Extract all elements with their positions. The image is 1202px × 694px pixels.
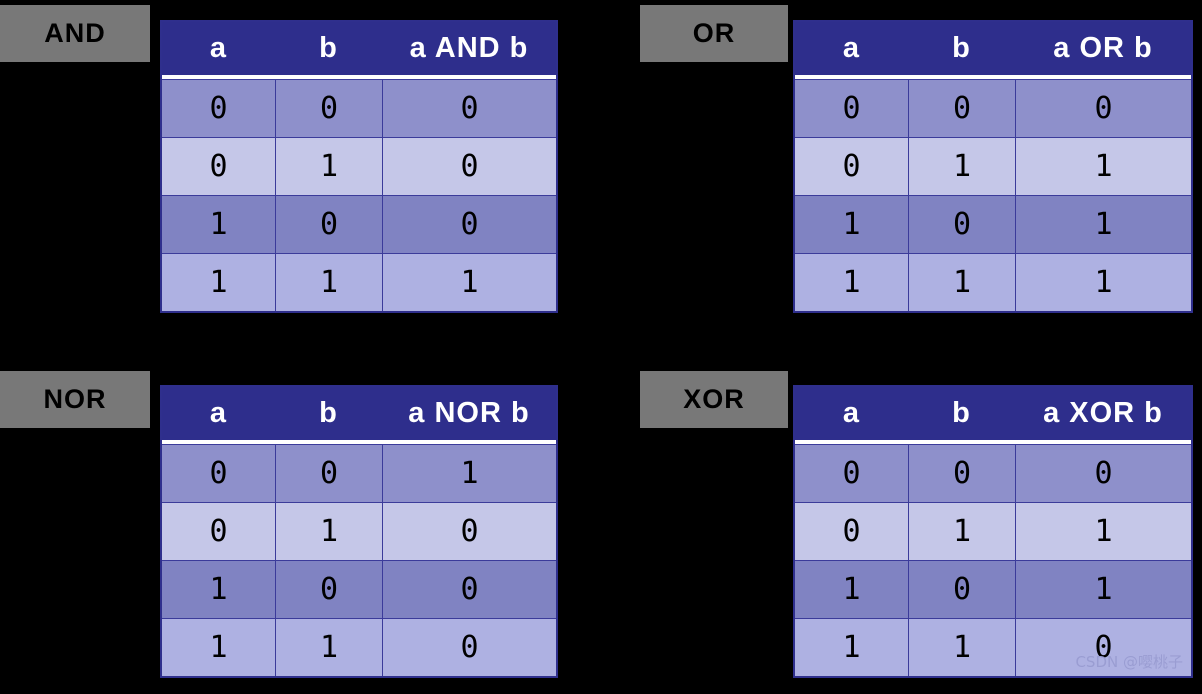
cell-b: 1 xyxy=(275,619,382,676)
cell-b: 0 xyxy=(275,445,382,502)
cell-b: 1 xyxy=(908,254,1015,311)
table-row: 0 0 0 xyxy=(162,79,556,137)
cell-b: 1 xyxy=(275,138,382,195)
truth-table-and-header-result: a AND b xyxy=(409,32,529,64)
truth-table-xor: a b a XOR b 0 0 0 0 1 1 1 0 1 1 1 0 CSDN… xyxy=(793,385,1193,678)
cell-b: 0 xyxy=(908,196,1015,253)
cell-result: 0 xyxy=(1015,619,1191,676)
cell-b: 0 xyxy=(908,445,1015,502)
cell-a: 0 xyxy=(842,149,861,184)
operator-label-xor-text: XOR xyxy=(683,384,745,414)
truth-table-and-header-b: b xyxy=(319,32,338,64)
cell-a: 0 xyxy=(209,149,228,184)
cell-a: 0 xyxy=(842,456,861,491)
table-row: 0 0 0 xyxy=(795,444,1191,502)
truth-table-or: a b a OR b 0 0 0 0 1 1 1 0 1 1 1 1 xyxy=(793,20,1193,313)
table-row: 1 1 0 xyxy=(795,618,1191,676)
cell-result: 1 xyxy=(1015,503,1191,560)
cell-a: 1 xyxy=(842,572,861,607)
operator-label-or: OR xyxy=(640,5,788,62)
cell-a: 0 xyxy=(209,456,228,491)
cell-result: 0 xyxy=(382,561,556,618)
cell-b: 0 xyxy=(908,561,1015,618)
truth-table-nor-header-a: a xyxy=(209,397,228,429)
cell-b: 1 xyxy=(908,138,1015,195)
table-row: 1 0 1 xyxy=(795,195,1191,253)
table-row: 0 1 1 xyxy=(795,502,1191,560)
cell-a: 1 xyxy=(842,630,861,665)
truth-table-or-header-a: a xyxy=(842,32,861,64)
cell-b: 0 xyxy=(908,80,1015,137)
cell-b: 1 xyxy=(908,619,1015,676)
cell-result: 0 xyxy=(382,503,556,560)
cell-result: 1 xyxy=(1015,196,1191,253)
cell-result: 0 xyxy=(382,619,556,676)
truth-table-xor-header-row: a b a XOR b xyxy=(795,387,1191,444)
cell-a: 1 xyxy=(209,265,228,300)
table-row: 0 0 0 xyxy=(795,79,1191,137)
cell-a: 1 xyxy=(209,630,228,665)
cell-result: 0 xyxy=(382,138,556,195)
cell-b: 0 xyxy=(275,561,382,618)
table-row: 0 1 0 xyxy=(162,137,556,195)
cell-a: 0 xyxy=(842,514,861,549)
cell-result: 1 xyxy=(1015,561,1191,618)
cell-b: 0 xyxy=(275,196,382,253)
table-row: 1 1 1 xyxy=(795,253,1191,311)
truth-table-xor-header-a: a xyxy=(842,397,861,429)
table-row: 0 0 1 xyxy=(162,444,556,502)
table-row: 1 1 1 xyxy=(162,253,556,311)
cell-a: 0 xyxy=(209,91,228,126)
operator-label-nor-text: NOR xyxy=(43,384,107,414)
truth-table-or-header-result: a OR b xyxy=(1053,32,1153,64)
cell-b: 1 xyxy=(275,254,382,311)
cell-a: 1 xyxy=(842,265,861,300)
cell-a: 1 xyxy=(209,207,228,242)
cell-a: 1 xyxy=(209,572,228,607)
cell-result: 0 xyxy=(382,196,556,253)
cell-result: 1 xyxy=(1015,138,1191,195)
table-row: 0 1 0 xyxy=(162,502,556,560)
table-row: 1 0 1 xyxy=(795,560,1191,618)
truth-table-xor-header-b: b xyxy=(952,397,971,429)
truth-table-and-header-row: a b a AND b xyxy=(162,22,556,79)
truth-table-nor-header-row: a b a NOR b xyxy=(162,387,556,444)
cell-result: 1 xyxy=(1015,254,1191,311)
operator-label-and-text: AND xyxy=(44,18,106,48)
truth-table-xor-header-result: a XOR b xyxy=(1043,397,1163,429)
cell-a: 1 xyxy=(842,207,861,242)
truth-table-nor-header-b: b xyxy=(319,397,338,429)
operator-label-or-text: OR xyxy=(692,18,736,48)
truth-table-nor-header-result: a NOR b xyxy=(408,397,530,429)
cell-b: 1 xyxy=(908,503,1015,560)
cell-b: 0 xyxy=(275,80,382,137)
truth-table-nor: a b a NOR b 0 0 1 0 1 0 1 0 0 1 1 0 xyxy=(160,385,558,678)
truth-table-and: a b a AND b 0 0 0 0 1 0 1 0 0 1 1 1 xyxy=(160,20,558,313)
cell-b: 1 xyxy=(275,503,382,560)
cell-result: 1 xyxy=(382,254,556,311)
truth-table-or-header-row: a b a OR b xyxy=(795,22,1191,79)
table-row: 1 1 0 xyxy=(162,618,556,676)
cell-result: 0 xyxy=(1015,80,1191,137)
operator-label-nor: NOR xyxy=(0,371,150,428)
cell-a: 0 xyxy=(209,514,228,549)
truth-table-or-header-b: b xyxy=(952,32,971,64)
table-row: 0 1 1 xyxy=(795,137,1191,195)
truth-table-and-header-a: a xyxy=(209,32,228,64)
cell-result: 0 xyxy=(382,80,556,137)
operator-label-xor: XOR xyxy=(640,371,788,428)
table-row: 1 0 0 xyxy=(162,195,556,253)
cell-a: 0 xyxy=(842,91,861,126)
table-row: 1 0 0 xyxy=(162,560,556,618)
cell-result: 0 xyxy=(1015,445,1191,502)
operator-label-and: AND xyxy=(0,5,150,62)
cell-result: 1 xyxy=(382,445,556,502)
